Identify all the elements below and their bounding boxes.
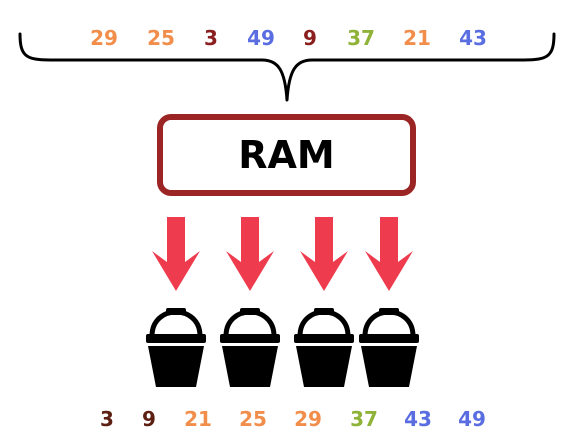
bucket-top — [379, 308, 399, 315]
unsorted-number: 3 — [204, 26, 218, 50]
unsorted-number: 9 — [303, 26, 317, 50]
unsorted-number: 25 — [147, 26, 175, 50]
bucket-handle — [149, 309, 203, 337]
down-arrow-icon — [152, 217, 200, 291]
bucket-rim — [294, 334, 354, 343]
bucket-handle — [297, 309, 351, 337]
arrow-group — [152, 217, 413, 291]
bucket-body — [222, 346, 278, 387]
bucket-top — [314, 308, 334, 315]
bucket-rim — [359, 334, 419, 343]
sorted-number: 3 — [100, 407, 114, 431]
unsorted-number-row: 29 25 3 49 9 37 21 43 — [0, 23, 572, 53]
sorted-number: 49 — [458, 407, 486, 431]
bucket-icon — [294, 308, 354, 387]
bucket-body — [296, 346, 352, 387]
unsorted-number: 21 — [403, 26, 431, 50]
bucket-handle — [362, 309, 416, 337]
ram-label: RAM — [238, 133, 335, 177]
bucket-icon — [146, 308, 206, 387]
ram-box: RAM — [157, 114, 416, 196]
sorted-number: 43 — [404, 407, 432, 431]
bucket-group — [146, 308, 419, 387]
sorted-number: 9 — [142, 407, 156, 431]
sorted-number: 21 — [184, 407, 212, 431]
bucket-icon — [359, 308, 419, 387]
bucket-icon — [220, 308, 280, 387]
sorted-number: 29 — [294, 407, 322, 431]
down-arrow-icon — [226, 217, 274, 291]
curly-brace — [18, 32, 556, 102]
unsorted-number: 49 — [247, 26, 275, 50]
bucket-handle — [223, 309, 277, 337]
bucket-rim — [146, 334, 206, 343]
bucket-body — [361, 346, 417, 387]
bucket-top — [166, 308, 186, 315]
unsorted-number: 29 — [90, 26, 118, 50]
sorted-number: 25 — [239, 407, 267, 431]
unsorted-number: 37 — [347, 26, 375, 50]
sorted-number-row: 3 9 21 25 29 37 43 49 — [0, 404, 572, 434]
bucket-rim — [220, 334, 280, 343]
sorted-number: 37 — [350, 407, 378, 431]
bucket-body — [148, 346, 204, 387]
bucket-top — [240, 308, 260, 315]
unsorted-number: 43 — [459, 26, 487, 50]
down-arrow-icon — [300, 217, 348, 291]
down-arrow-icon — [365, 217, 413, 291]
